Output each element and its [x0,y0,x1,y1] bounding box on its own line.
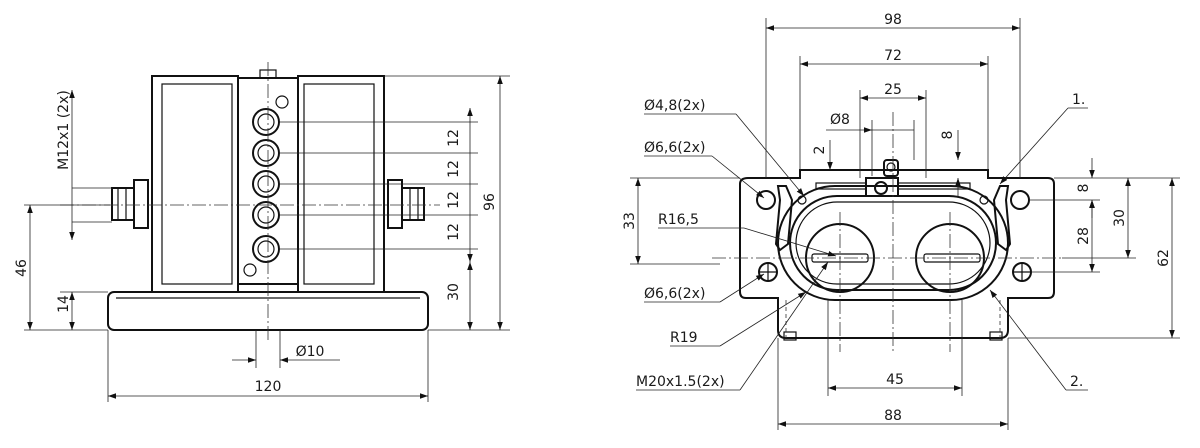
callout-2: 2. [1070,374,1083,390]
dim-spacing-3: 12 [446,191,462,209]
left-fitting [111,179,149,229]
dim-axis-height: 46 [14,259,30,277]
dim-height-28: 28 [1076,227,1092,245]
dim-height-8-right: 8 [1076,184,1092,193]
dim-height-8-top: 8 [940,131,956,140]
right-view: 98 72 25 Ø8 8 2 Ø4,8(2x) Ø6,6(2x) R16,5 [622,12,1180,430]
label-hole-66-bottom: Ø6,6(2x) [644,286,705,302]
dim-pin-diameter: Ø10 [296,344,325,360]
thread-label-m12: M12x1 (2x) [56,90,72,170]
dim-spacing-1: 12 [446,129,462,147]
label-hole-48: Ø4,8(2x) [644,98,705,114]
dim-height-62: 62 [1156,249,1172,267]
left-view: 12 12 12 12 12 30 96 46 14 M12x1 (2x) 12… [14,62,510,402]
label-thread-m20: M20x1.5(2x) [636,374,725,390]
mounting-holes [756,190,1032,282]
pin-stack [252,108,280,263]
right-fitting [387,179,425,229]
housing-left-half [151,75,239,293]
dim-spacing-2: 12 [446,160,462,178]
dim-hole-d8: Ø8 [830,112,850,128]
label-radius-165: R16,5 [658,212,699,228]
dim-width-25: 25 [884,82,902,98]
dim-base-height: 14 [56,295,72,313]
dim-height-33: 33 [622,212,638,230]
label-radius-19: R19 [670,330,698,346]
dim-width-45: 45 [886,372,904,388]
label-hole-66-top: Ø6,6(2x) [644,140,705,156]
dim-width-98: 98 [884,12,902,28]
dim-gap-2: 2 [812,146,828,155]
dim-width-72: 72 [884,48,902,64]
dim-height-30: 30 [1112,209,1128,227]
dim-foot-height: 30 [446,283,462,301]
callout-1: 1. [1072,92,1085,108]
dim-spacing-4: 12 [446,223,462,241]
dim-width-88: 88 [884,408,902,424]
dim-total-width: 120 [255,379,282,395]
dim-total-height: 96 [482,193,498,211]
